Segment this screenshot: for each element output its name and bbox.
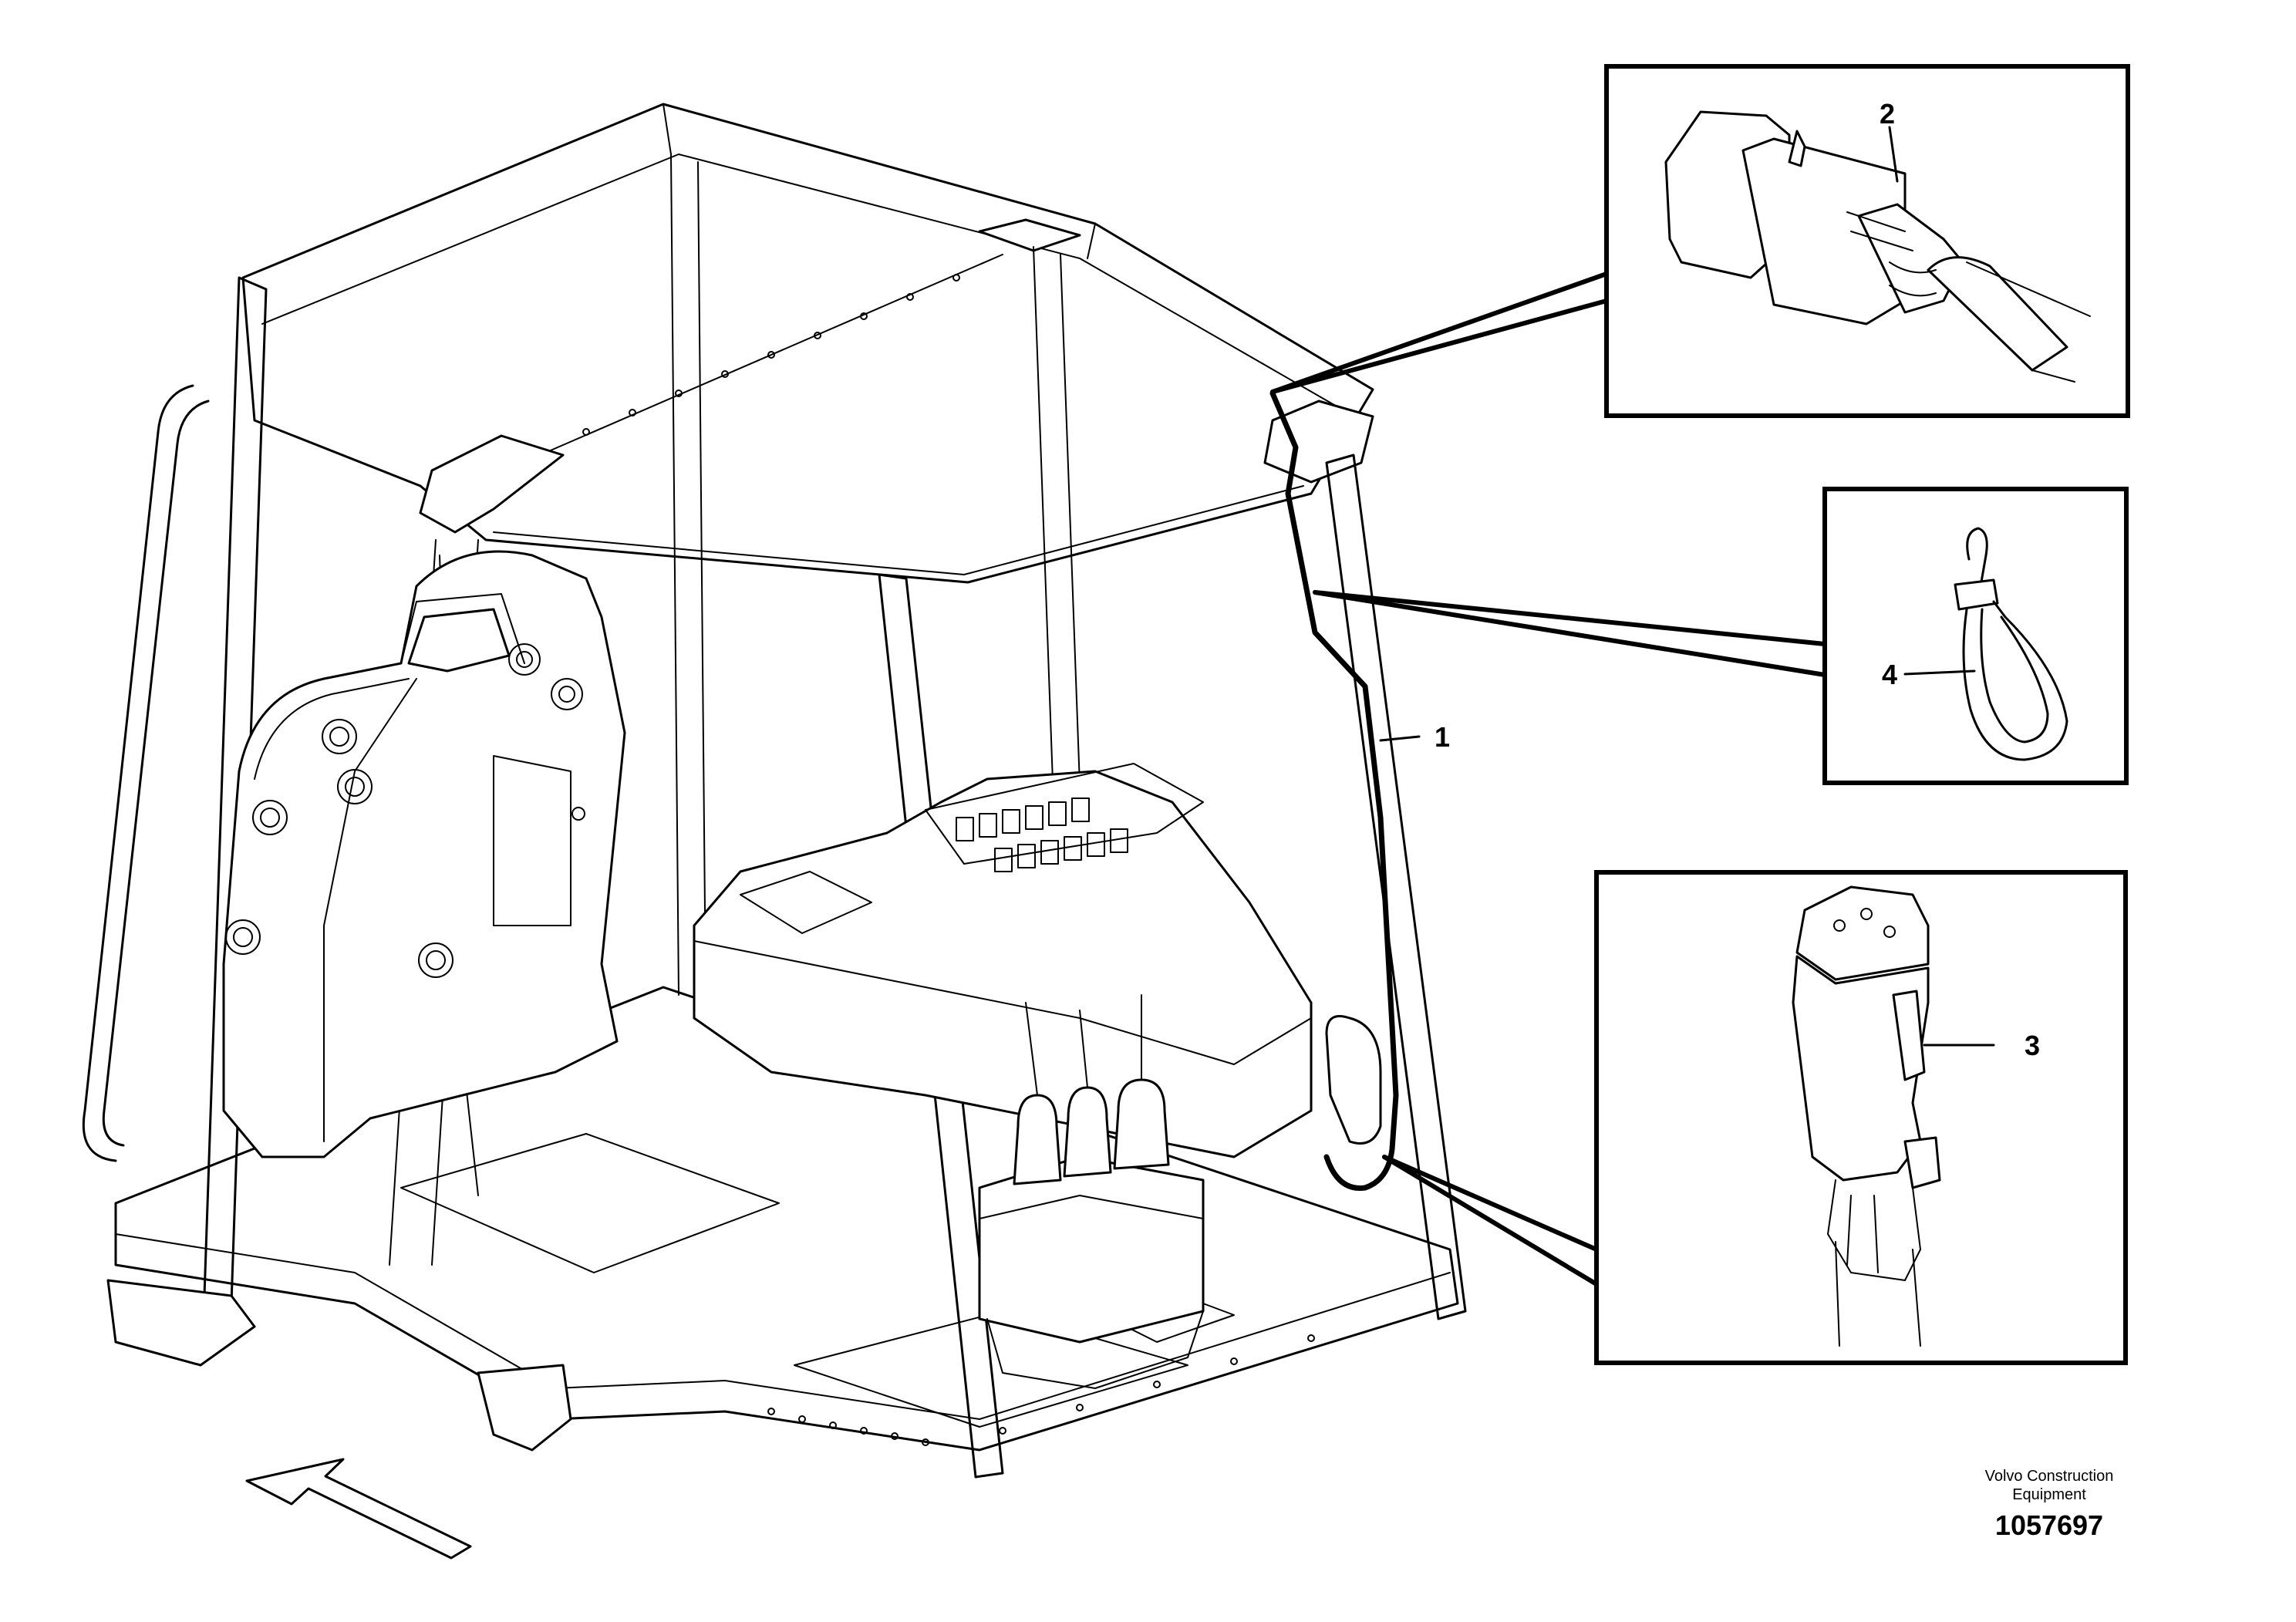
gauge-icon bbox=[225, 643, 583, 978]
detail-box-connector-plug: 2 bbox=[1604, 64, 2130, 418]
leader-harness bbox=[1379, 735, 1421, 742]
left-console bbox=[222, 550, 626, 1158]
cab-floor bbox=[106, 986, 1459, 1452]
document-number: 1057697 bbox=[1995, 1509, 2103, 1541]
leader-lines bbox=[1270, 271, 1827, 1286]
detail-box-connector-socket: 3 bbox=[1594, 870, 2128, 1365]
callout-3: 3 bbox=[2025, 1030, 2040, 1061]
socket-connector-icon bbox=[1792, 885, 1941, 1347]
callout-1: 1 bbox=[1435, 721, 1450, 753]
brand-line-2: Equipment bbox=[2012, 1486, 2086, 1503]
callout-2: 2 bbox=[1880, 98, 1895, 130]
wiring-harness bbox=[1269, 390, 1421, 1191]
front-direction-arrow-icon bbox=[245, 1458, 472, 1560]
joystick-icon bbox=[1013, 1078, 1170, 1185]
detail-box-cable-tie: 4 bbox=[1822, 487, 2129, 785]
brand-line-1: Volvo Construction bbox=[1985, 1468, 2114, 1485]
cable-tie-icon bbox=[1954, 527, 2068, 761]
plug-connector-icon bbox=[1664, 110, 2091, 383]
operator-console bbox=[693, 763, 1313, 1389]
footer-block: Volvo Construction Equipment 1057697 bbox=[1985, 1468, 2114, 1541]
cab-frame bbox=[82, 103, 1467, 1479]
callout-4: 4 bbox=[1882, 659, 1897, 690]
